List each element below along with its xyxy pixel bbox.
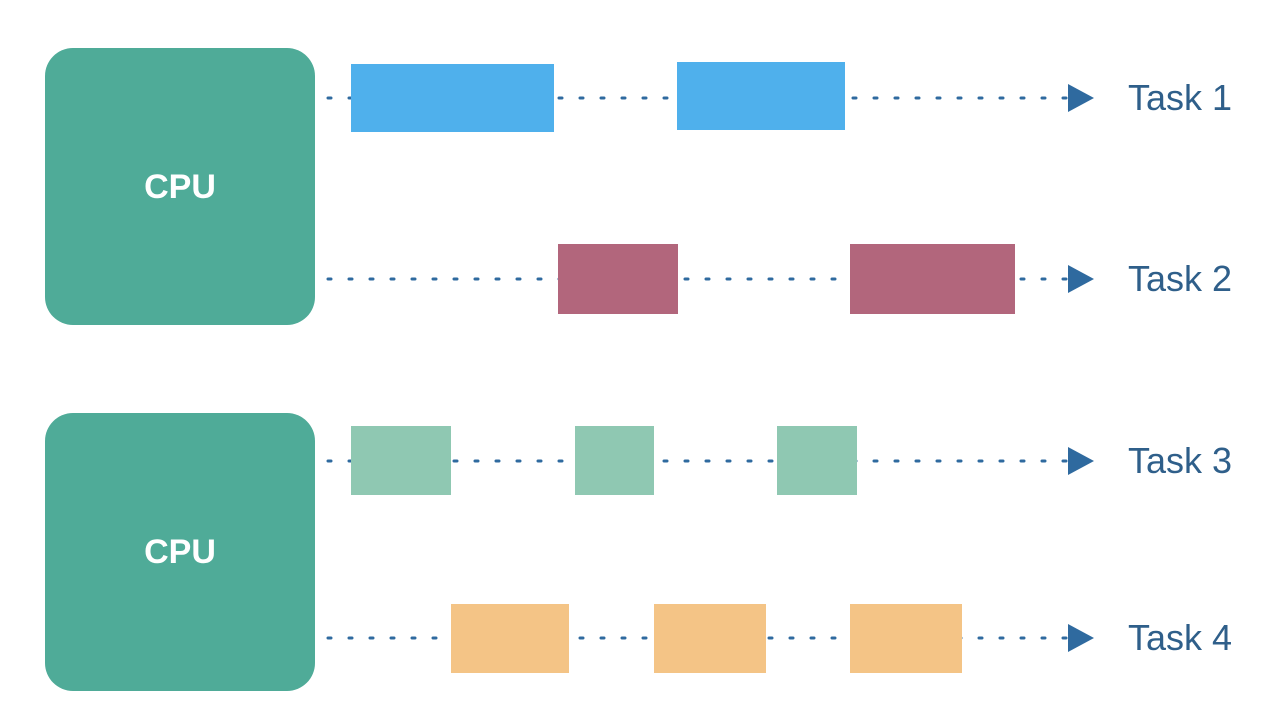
task-row-4: Task 4 bbox=[326, 604, 1232, 673]
cpu-box-1-shape bbox=[45, 48, 315, 325]
task-row-2: Task 2 bbox=[326, 244, 1232, 314]
task-row-1: Task 1 bbox=[326, 62, 1232, 132]
task-1-arrowhead-icon bbox=[1068, 84, 1094, 112]
task-4-block bbox=[850, 604, 962, 673]
task-3-block bbox=[777, 426, 857, 495]
task-4-block bbox=[654, 604, 766, 673]
cpu-box-2-shape bbox=[45, 413, 315, 691]
task-4-arrowhead-icon bbox=[1068, 624, 1094, 652]
task-1-block bbox=[351, 64, 554, 132]
cpu-box-1: CPU bbox=[45, 48, 315, 325]
cpu-box-2: CPU bbox=[45, 413, 315, 691]
task-1-label: Task 1 bbox=[1128, 77, 1232, 118]
task-3-arrowhead-icon bbox=[1068, 447, 1094, 475]
task-3-label: Task 3 bbox=[1128, 440, 1232, 481]
task-2-block bbox=[558, 244, 678, 314]
task-row-3: Task 3 bbox=[326, 426, 1232, 495]
task-2-block bbox=[850, 244, 1015, 314]
task-4-block bbox=[451, 604, 569, 673]
task-3-block bbox=[351, 426, 451, 495]
task-1-block bbox=[677, 62, 845, 130]
task-2-label: Task 2 bbox=[1128, 258, 1232, 299]
cpu-box-2-label: CPU bbox=[144, 533, 216, 571]
task-4-label: Task 4 bbox=[1128, 617, 1232, 658]
task-3-block bbox=[575, 426, 654, 495]
cpu-box-1-label: CPU bbox=[144, 168, 216, 206]
task-2-arrowhead-icon bbox=[1068, 265, 1094, 293]
